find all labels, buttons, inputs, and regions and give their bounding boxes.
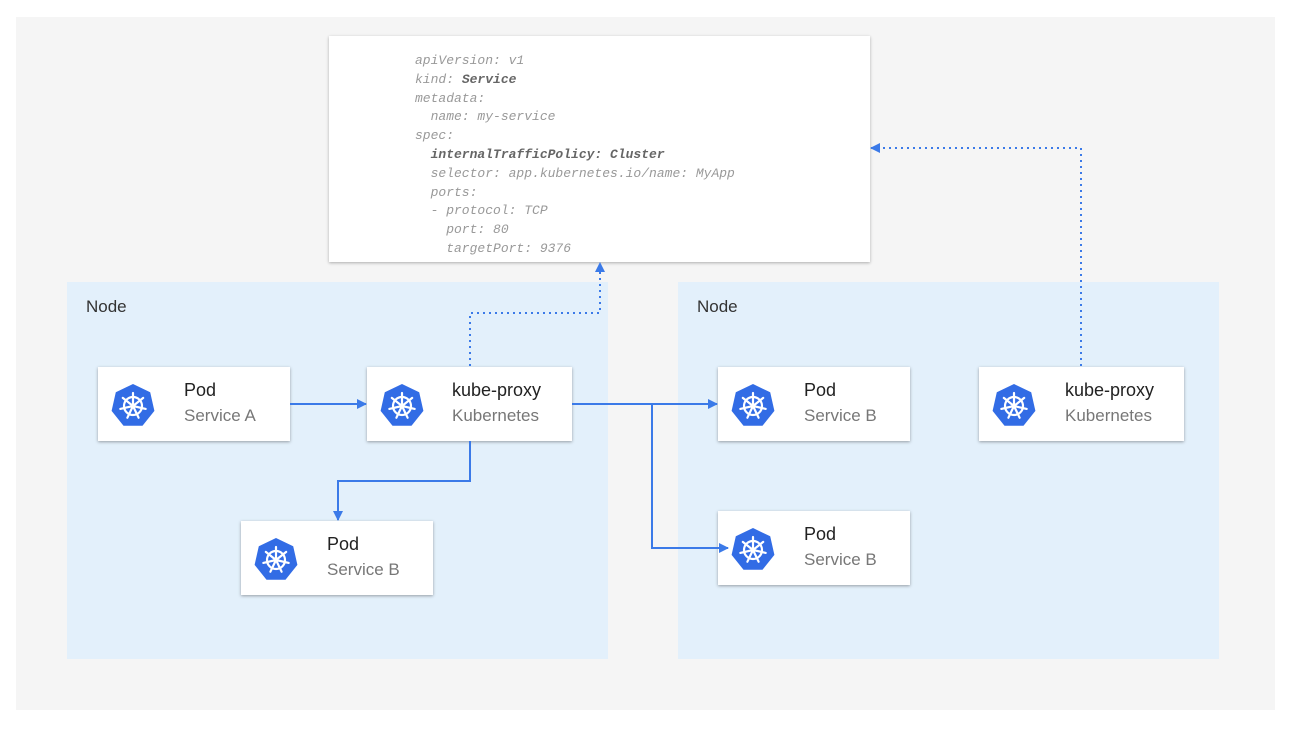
arrow-proxy-to-podb-left xyxy=(338,441,470,520)
arrow-proxy-to-podb-right2 xyxy=(652,404,728,548)
dotted-arrow-proxy-right-to-service xyxy=(871,148,1081,366)
dotted-arrow-proxy-left-to-service xyxy=(470,263,600,366)
